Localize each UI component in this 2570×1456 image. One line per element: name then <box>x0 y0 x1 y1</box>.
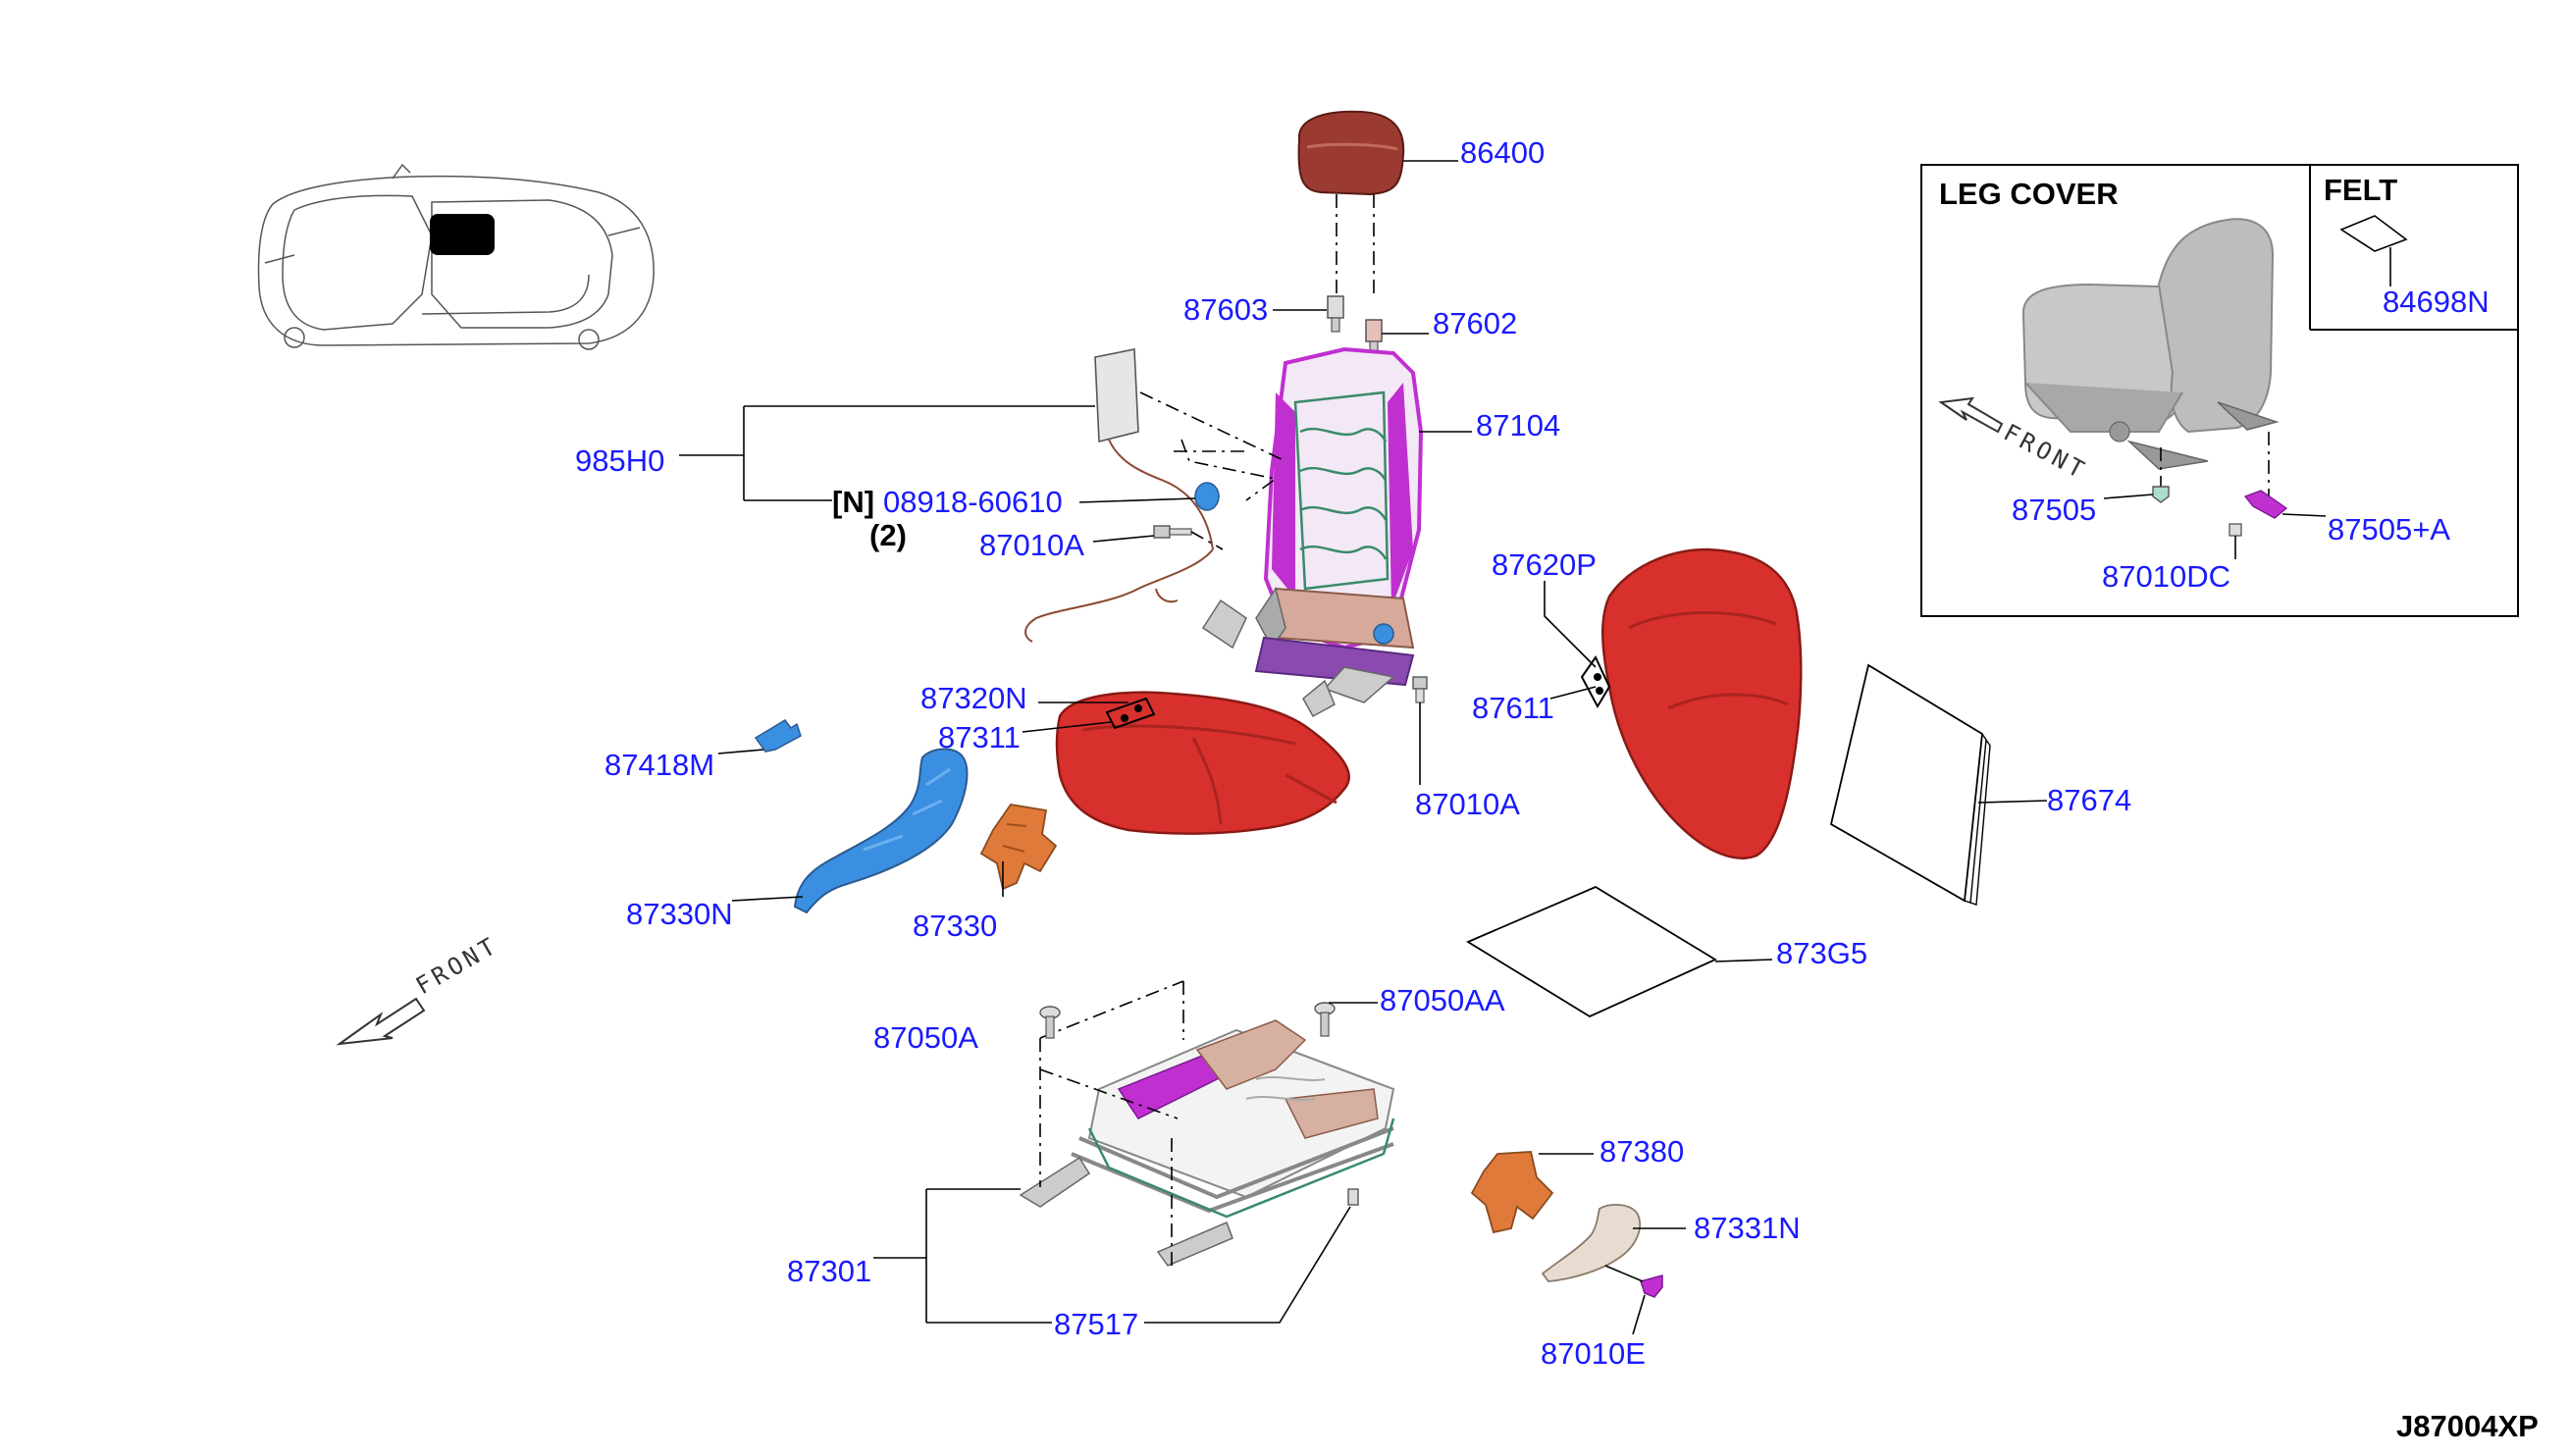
label-985H0: 985H0 <box>575 443 664 478</box>
label-87380: 87380 <box>1600 1134 1684 1169</box>
label-87603: 87603 <box>1183 292 1268 327</box>
diagram-code: J87004XP <box>2396 1409 2539 1443</box>
side-finisher-87330N[interactable] <box>793 748 969 914</box>
trim-clip-87418M[interactable] <box>754 719 802 753</box>
seat-slide-frame-87301[interactable] <box>1019 1019 1395 1267</box>
inset-title-felt: FELT <box>2324 173 2397 207</box>
label-87010A-lower: 87010A <box>1415 787 1520 821</box>
front-direction-arrow-icon <box>336 997 426 1046</box>
note-qty: (2) <box>869 518 907 552</box>
label-87611: 87611 <box>1472 691 1554 725</box>
label-87050A: 87050A <box>873 1020 978 1055</box>
vehicle-locator-car-icon <box>257 163 655 350</box>
label-86400: 86400 <box>1460 135 1545 170</box>
label-87330N: 87330N <box>626 897 733 931</box>
label-87301: 87301 <box>787 1254 871 1288</box>
clip-08918-60610[interactable] <box>1194 482 1220 511</box>
label-87010E: 87010E <box>1541 1336 1646 1371</box>
inset-front-arrow-icon <box>1938 396 2004 434</box>
label-87418M: 87418M <box>604 748 714 782</box>
clip-87505[interactable] <box>2152 486 2170 503</box>
bolt-87010A-lower[interactable] <box>1412 676 1428 703</box>
label-87010DC: 87010DC <box>2102 559 2230 594</box>
label-87674: 87674 <box>2047 783 2131 817</box>
label-87505: 87505 <box>2012 493 2096 527</box>
headrest-guide-87602[interactable] <box>1365 319 1383 356</box>
cover-87331N[interactable] <box>1541 1204 1641 1282</box>
label-87050AA: 87050AA <box>1380 983 1505 1017</box>
hog-ring-87611[interactable] <box>1580 655 1611 709</box>
inset-title-leg-cover: LEG COVER <box>1939 177 2119 211</box>
screw-87010E[interactable] <box>1640 1274 1663 1298</box>
label-87602: 87602 <box>1433 306 1517 340</box>
label-87517: 87517 <box>1054 1307 1138 1341</box>
screw-87010DC[interactable] <box>2229 523 2242 537</box>
seatback-frame-87104[interactable] <box>1201 346 1424 718</box>
seatback-trim-87620P[interactable] <box>1601 547 1803 859</box>
side-airbag-985H0[interactable] <box>1024 348 1214 643</box>
label-84698N: 84698N <box>2383 285 2490 319</box>
bracket-87380[interactable] <box>1470 1151 1554 1234</box>
owners-manual-87674[interactable] <box>1829 663 1991 906</box>
label-87620P: 87620P <box>1492 547 1597 582</box>
felt-pad-873G5[interactable] <box>1466 885 1717 1018</box>
label-87104: 87104 <box>1476 408 1560 442</box>
label-87320N: 87320N <box>920 681 1027 715</box>
headrest-86400[interactable] <box>1297 110 1405 294</box>
label-873G5: 873G5 <box>1776 936 1867 970</box>
bolt-87010A-upper[interactable] <box>1153 525 1192 539</box>
hog-ring-87311[interactable] <box>1105 697 1156 730</box>
label-87505A: 87505+A <box>2328 512 2450 546</box>
seat-assembly-thumbnail <box>2021 218 2280 470</box>
bracket-87330[interactable] <box>979 804 1058 891</box>
bolt-87050A[interactable] <box>1039 1006 1061 1039</box>
note-n: [N] <box>832 485 874 519</box>
label-87010A-upper: 87010A <box>979 528 1084 562</box>
front-label: FRONT <box>411 931 503 1000</box>
seat-cushion-87320N[interactable] <box>1055 691 1350 835</box>
label-87311: 87311 <box>938 720 1021 754</box>
label-87330: 87330 <box>913 909 997 943</box>
label-87331N: 87331N <box>1694 1211 1801 1245</box>
bolt-87050AA[interactable] <box>1314 1002 1336 1037</box>
felt-piece-84698N[interactable] <box>2339 215 2408 252</box>
headrest-guide-87603[interactable] <box>1327 295 1344 333</box>
label-08918-60610: 08918-60610 <box>883 485 1063 519</box>
bracket-87505A[interactable] <box>2243 490 2288 519</box>
inset-leg-cover-box <box>1920 164 2519 617</box>
bolt-87517[interactable] <box>1347 1188 1359 1206</box>
